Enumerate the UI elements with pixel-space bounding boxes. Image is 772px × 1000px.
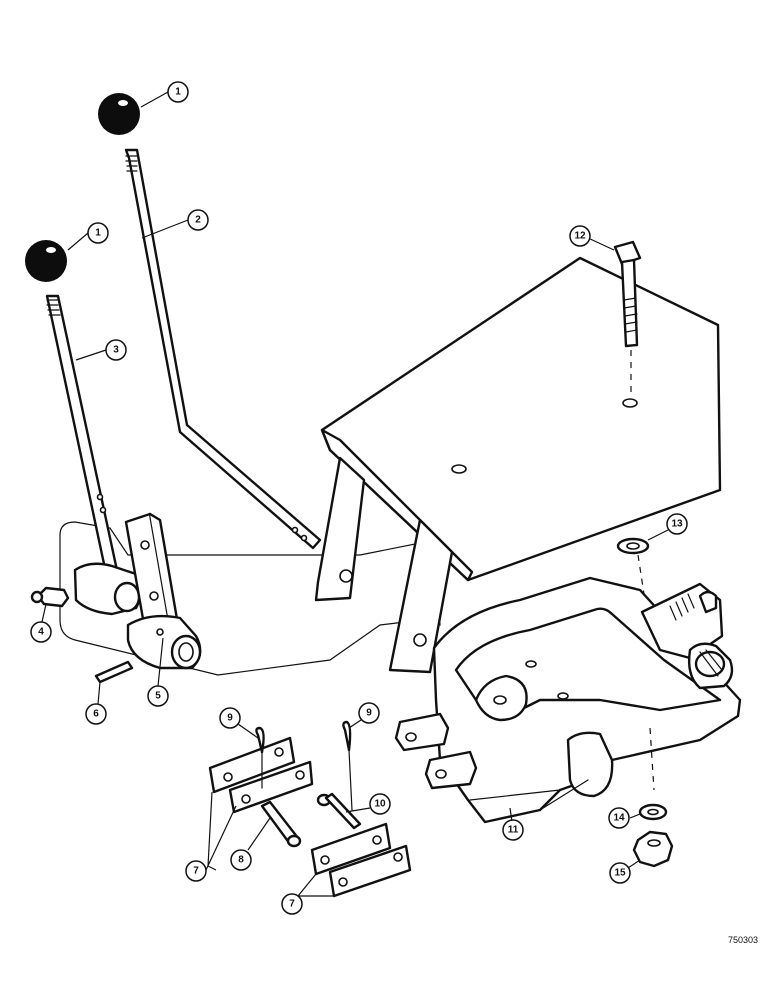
callout-12: 12 <box>569 225 591 247</box>
callout-6-text: 6 <box>93 709 99 720</box>
leader-14 <box>629 813 641 819</box>
link-plates-right <box>310 822 412 898</box>
callout-1b-text: 1 <box>95 228 101 239</box>
knob-lower <box>25 240 67 282</box>
callout-4-text: 4 <box>38 627 44 638</box>
callout-2-text: 2 <box>195 215 201 226</box>
knob-upper-highlight <box>118 100 128 106</box>
leader-7a <box>205 791 237 871</box>
callout-3: 3 <box>105 339 127 361</box>
leader-13 <box>647 529 669 541</box>
callout-15-text: 15 <box>614 868 626 879</box>
callout-8: 8 <box>230 849 252 871</box>
leader-6 <box>97 681 101 705</box>
callout-7b-text: 7 <box>289 899 295 910</box>
leader-1a <box>140 91 169 108</box>
leader-7b <box>297 873 334 897</box>
grease-fitting <box>30 586 70 608</box>
callout-5-text: 5 <box>155 691 161 702</box>
leader-2 <box>141 219 189 239</box>
callout-3-text: 3 <box>113 345 119 356</box>
callout-15: 15 <box>609 862 631 884</box>
lever-straight <box>45 294 120 580</box>
callout-12-text: 12 <box>574 231 586 242</box>
clevis-pin-right <box>316 792 362 830</box>
lock-washer <box>638 803 668 821</box>
hex-bolt <box>613 240 642 398</box>
pivot-bracket <box>73 512 202 670</box>
callout-7b: 7 <box>281 893 303 915</box>
cotter-pin-right <box>342 720 353 811</box>
clevis-pin-left <box>260 800 302 848</box>
leader-10 <box>345 807 371 813</box>
leader-1b <box>67 232 89 251</box>
callout-10-text: 10 <box>374 799 386 810</box>
figure-reference-code: 750303 <box>728 935 758 945</box>
callout-9b-text: 9 <box>366 708 372 719</box>
control-valve <box>394 576 742 824</box>
leader-4 <box>41 603 47 623</box>
callout-9a-text: 9 <box>227 713 233 724</box>
leader-15 <box>627 859 641 869</box>
link-plates-left <box>208 736 314 814</box>
seat-bracket <box>314 256 722 674</box>
lever-bent <box>124 148 322 550</box>
callout-11: 11 <box>502 819 524 841</box>
leader-3 <box>75 349 107 361</box>
leader-8 <box>247 817 271 851</box>
flat-washer <box>616 537 650 621</box>
callout-1a: 1 <box>167 81 189 103</box>
callout-8-text: 8 <box>238 855 244 866</box>
callout-7a-text: 7 <box>193 866 199 877</box>
leader-5 <box>157 637 164 687</box>
callout-11-text: 11 <box>508 825 519 836</box>
callout-4: 4 <box>30 621 52 643</box>
knob-lower-highlight <box>46 247 56 253</box>
callout-2: 2 <box>187 209 209 231</box>
callout-9b: 9 <box>358 702 380 724</box>
callout-7a: 7 <box>185 860 207 882</box>
callout-1a-text: 1 <box>175 87 181 98</box>
callout-6: 6 <box>85 703 107 725</box>
callout-14-text: 14 <box>613 813 625 824</box>
knob-upper <box>98 93 140 135</box>
cotter-pin-left <box>255 726 265 789</box>
callout-13-text: 13 <box>671 519 683 530</box>
hex-nut <box>632 830 674 868</box>
callout-1b: 1 <box>87 222 109 244</box>
leader-9a <box>237 723 259 739</box>
leader-12 <box>587 237 615 251</box>
callout-9a: 9 <box>219 707 241 729</box>
callout-10: 10 <box>369 793 391 815</box>
callout-13: 13 <box>666 513 688 535</box>
roll-pin <box>94 660 134 684</box>
callout-14: 14 <box>608 807 630 829</box>
callout-5: 5 <box>147 685 169 707</box>
